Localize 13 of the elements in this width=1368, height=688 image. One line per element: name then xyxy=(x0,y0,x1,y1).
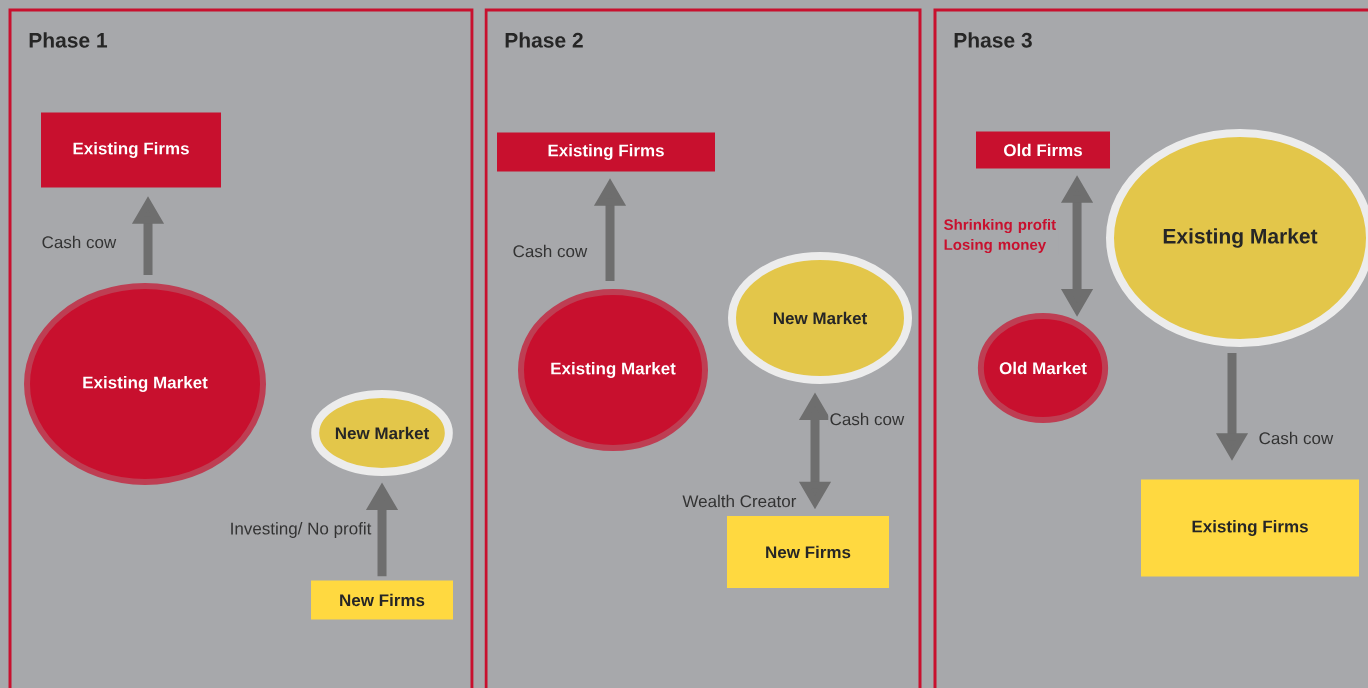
edge-label: Cash cow xyxy=(513,244,588,258)
edge-label: Investing/ No profit xyxy=(231,522,372,538)
edge-label: Cash cow xyxy=(42,235,117,249)
text-label: Wealth Creator xyxy=(682,494,797,508)
firm-box: Existing Firms xyxy=(1141,479,1359,577)
firm-box: Existing Firms xyxy=(41,112,221,188)
firm-box: Existing Firms xyxy=(497,132,715,172)
edge-label: Shrinking profit Losing money xyxy=(944,218,1056,253)
firm-box: New Firms xyxy=(311,580,453,620)
firm-box: New Firms xyxy=(727,516,889,588)
edge-label: Cash cow xyxy=(830,412,905,426)
edge-label: Cash cow xyxy=(1259,431,1334,445)
firm-box: Old Firms xyxy=(976,131,1110,169)
